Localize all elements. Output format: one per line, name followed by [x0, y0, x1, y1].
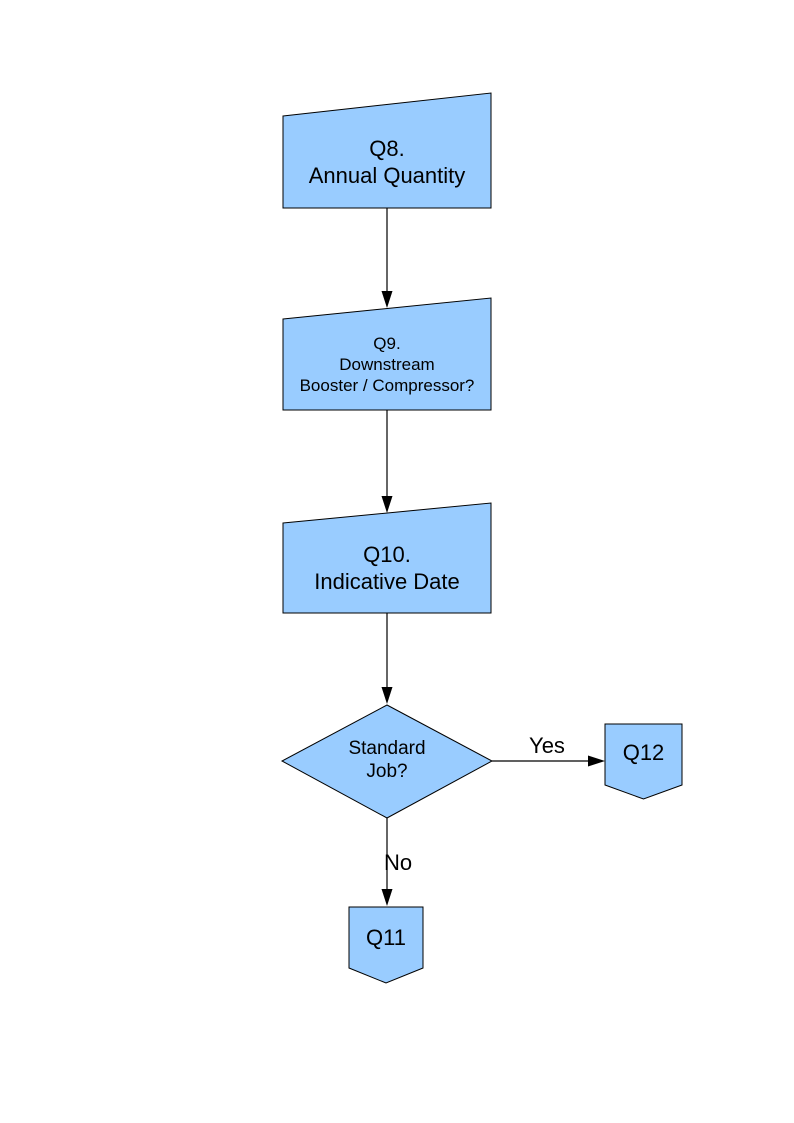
q8-manual-input-shape [282, 92, 492, 209]
edge-q10-decision-arrowhead [381, 687, 393, 704]
q9-manual-input-shape [282, 297, 492, 411]
q10-manual-input-shape [282, 502, 492, 614]
edge-decision-q12-arrowhead [588, 755, 605, 767]
edge-decision-q11-arrowhead [381, 889, 393, 906]
q11-offpage-connector-shape [348, 906, 424, 984]
decision-diamond-shape [280, 704, 494, 819]
edge-q9-q10-arrowhead [381, 496, 393, 513]
edge-q8-q9-arrowhead [381, 291, 393, 308]
no-edge-label: No [384, 850, 413, 875]
q12-offpage-connector-shape [604, 723, 683, 800]
yes-edge-label: Yes [529, 733, 565, 758]
